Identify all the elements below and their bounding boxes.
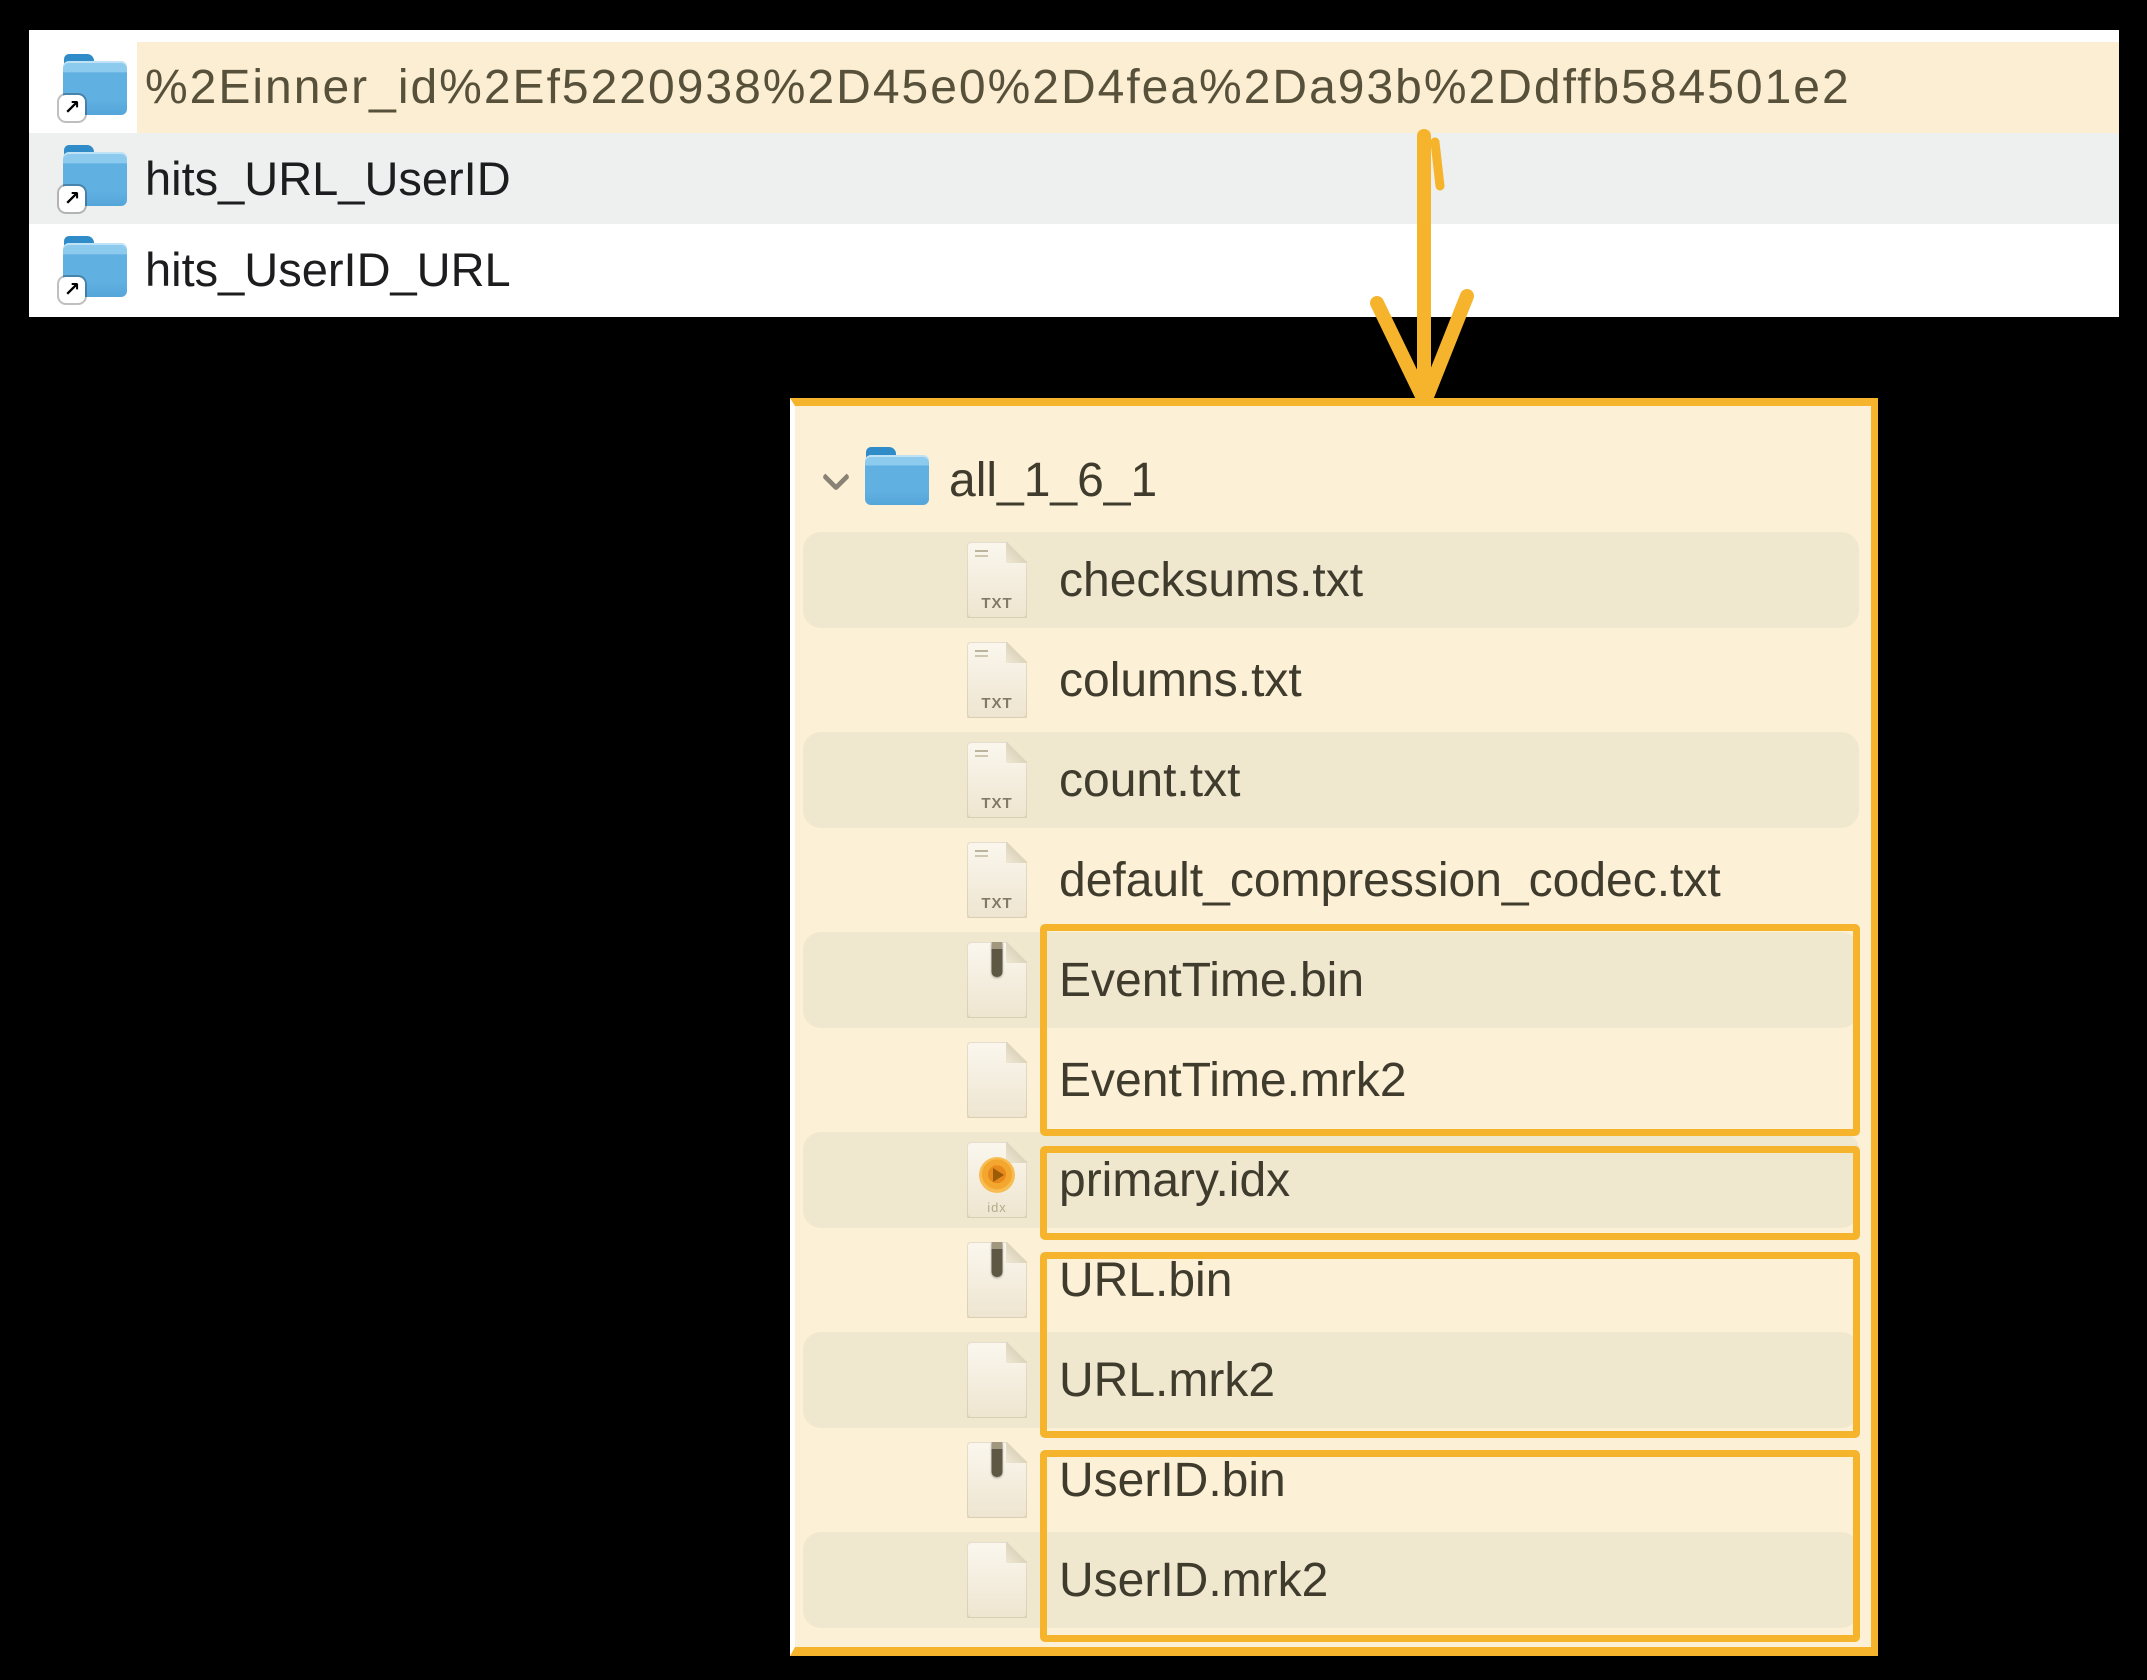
file-name: columns.txt	[1059, 653, 1302, 707]
tree-row-eventtime-mrk2[interactable]: EventTime.mrk2	[795, 1030, 1871, 1130]
txt-file-icon: TXT	[967, 842, 1027, 918]
alias-arrow-badge-icon: ↗	[59, 94, 85, 121]
file-name: primary.idx	[1059, 1153, 1291, 1207]
row-selection-highlight	[137, 42, 2119, 133]
blank-file-icon	[967, 1042, 1027, 1118]
binary-file-icon	[967, 1242, 1027, 1318]
file-name: URL.mrk2	[1059, 1353, 1276, 1407]
highlight-rect-userid	[1040, 1450, 1860, 1642]
row-stripe	[803, 732, 1859, 828]
tree-row-userid-bin[interactable]: UserID.bin	[795, 1430, 1871, 1530]
folder-name: all_1_6_1	[949, 453, 1158, 507]
tree-row-all-1-6-1[interactable]: all_1_6_1	[795, 430, 1871, 530]
tree-row-count[interactable]: TXT count.txt	[795, 730, 1871, 830]
chevron-down-icon[interactable]	[823, 467, 849, 493]
blank-file-icon	[967, 1342, 1027, 1418]
blue-folder-icon	[865, 447, 929, 505]
file-name: count.txt	[1059, 753, 1241, 807]
finder-folder-list: ↗ %2Einner_id%2Ef5220938%2D45e0%2D4fea%2…	[29, 30, 2119, 317]
binary-file-icon	[967, 1442, 1027, 1518]
highlight-rect-url	[1040, 1252, 1860, 1438]
txt-file-icon: TXT	[967, 542, 1027, 618]
tree-row-default-compression-codec[interactable]: TXT default_compression_codec.txt	[795, 830, 1871, 930]
file-name: EventTime.mrk2	[1059, 1053, 1407, 1107]
highlight-rect-primary-idx	[1040, 1146, 1860, 1240]
finder-tree-panel: all_1_6_1 TXT checksums.txt TXT columns.…	[790, 398, 1878, 1656]
blue-folder-alias-icon: ↗	[59, 235, 127, 303]
file-name: URL.bin	[1059, 1253, 1233, 1307]
blank-file-icon	[967, 1542, 1027, 1618]
folder-row-hits-userid-url[interactable]: ↗ hits_UserID_URL	[29, 224, 2119, 315]
alias-arrow-badge-icon: ↗	[59, 185, 85, 212]
folder-name: %2Einner_id%2Ef5220938%2D45e0%2D4fea%2Da…	[145, 61, 1851, 114]
tree-row-eventtime-bin[interactable]: EventTime.bin	[795, 930, 1871, 1030]
tree-row-userid-mrk2[interactable]: UserID.mrk2	[795, 1530, 1871, 1630]
txt-file-icon: TXT	[967, 742, 1027, 818]
blue-folder-alias-icon: ↗	[59, 144, 127, 212]
file-name: EventTime.bin	[1059, 953, 1365, 1007]
tree-row-columns[interactable]: TXT columns.txt	[795, 630, 1871, 730]
txt-file-icon: TXT	[967, 642, 1027, 718]
folder-row-hits-url-userid[interactable]: ↗ hits_URL_UserID	[29, 133, 2119, 224]
alias-arrow-badge-icon: ↗	[59, 276, 85, 303]
file-name: UserID.mrk2	[1059, 1553, 1329, 1607]
folder-name: hits_UserID_URL	[145, 243, 511, 296]
highlight-rect-eventtime	[1040, 924, 1860, 1136]
tree-row-checksums[interactable]: TXT checksums.txt	[795, 530, 1871, 630]
blue-folder-alias-icon: ↗	[59, 53, 127, 121]
folder-row-inner-id[interactable]: ↗ %2Einner_id%2Ef5220938%2D45e0%2D4fea%2…	[29, 42, 2119, 133]
tree-row-url-mrk2[interactable]: URL.mrk2	[795, 1330, 1871, 1430]
binary-file-icon	[967, 942, 1027, 1018]
idx-file-icon: idx	[967, 1142, 1027, 1218]
file-name: checksums.txt	[1059, 553, 1364, 607]
folder-name: hits_URL_UserID	[145, 152, 511, 205]
file-name: UserID.bin	[1059, 1453, 1286, 1507]
tree-row-url-bin[interactable]: URL.bin	[795, 1230, 1871, 1330]
file-name: default_compression_codec.txt	[1059, 853, 1721, 907]
